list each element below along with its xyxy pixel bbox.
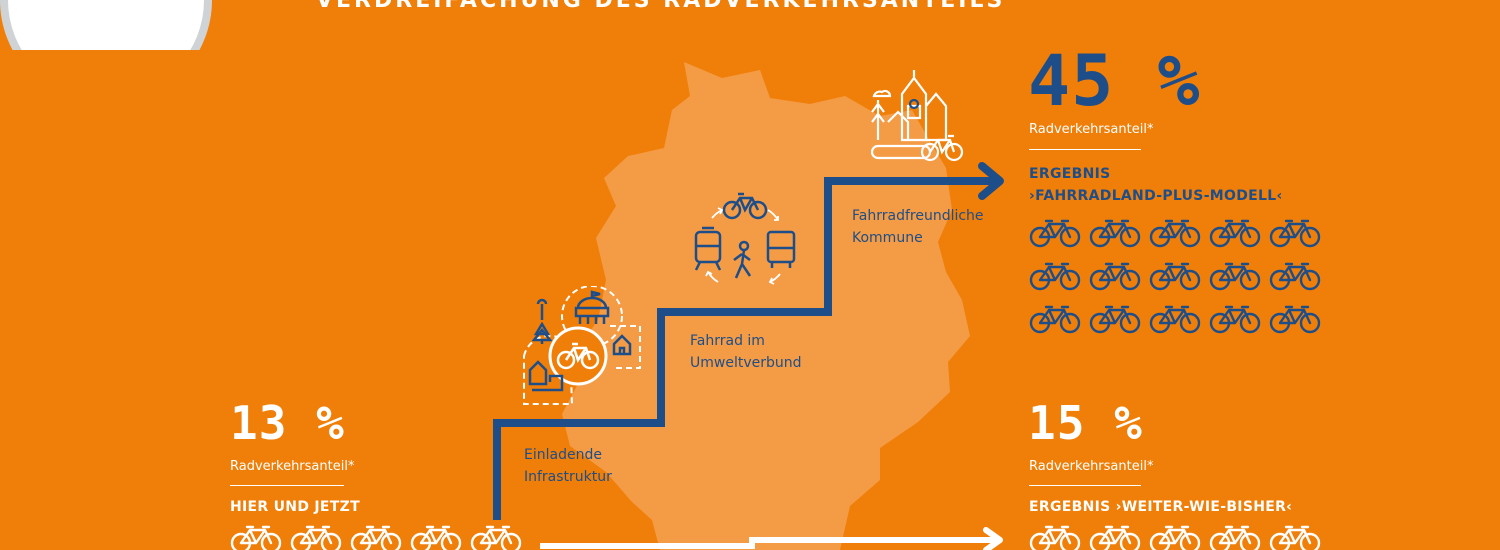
bottom-right-percent: 15 % [1028, 396, 1143, 450]
step-label-infrastructure: Einladende Infrastruktur [524, 444, 612, 488]
bicycle-icon [1029, 219, 1081, 248]
bicycle-icon [290, 525, 342, 550]
top-right-percent: 45 % [1028, 40, 1201, 122]
bicycle-icon [1089, 525, 1141, 550]
bicycle-icon [1149, 219, 1201, 248]
left-percent: 13 % [230, 396, 345, 450]
step-label-line: Fahrrad im [690, 333, 765, 349]
step-label-line: Kommune [852, 230, 923, 246]
bicycle-icon [1269, 219, 1321, 248]
bicycle-icon [1209, 219, 1261, 248]
bicycle-icon [1029, 525, 1081, 550]
step-label-line: Fahrradfreundliche [852, 208, 984, 224]
step-label-commune: Fahrradfreundliche Kommune [852, 205, 984, 249]
left-divider [230, 485, 344, 486]
headline: VERDREIFACHUNG DES RADVERKEHRSANTEILS [316, 0, 1006, 13]
left-label: Radverkehrsanteil* [230, 459, 355, 474]
top-right-bike-grid [1029, 218, 1329, 334]
left-caption: HIER UND JETZT [230, 499, 360, 515]
top-right-label: Radverkehrsanteil* [1029, 122, 1154, 137]
bottom-right-divider [1029, 485, 1141, 486]
bicycle-icon [1089, 305, 1141, 334]
step-label-line: Infrastruktur [524, 469, 612, 485]
bicycle-icon [1029, 305, 1081, 334]
city-skyline-icon [870, 70, 964, 162]
bicycle-icon [1269, 525, 1321, 550]
step-label-mobility: Fahrrad im Umweltverbund [690, 330, 802, 374]
bicycle-icon [1149, 305, 1201, 334]
bottom-right-bike-grid [1029, 524, 1329, 550]
bicycle-icon [1209, 525, 1261, 550]
top-right-caption: ERGEBNIS ›FAHRRADLAND-PLUS-MODELL‹ [1029, 163, 1283, 207]
left-bike-grid [230, 524, 530, 550]
top-right-caption-line: ›FAHRRADLAND-PLUS-MODELL‹ [1029, 188, 1283, 204]
logo-badge [0, 0, 212, 50]
top-right-caption-line: ERGEBNIS [1029, 166, 1111, 182]
bottom-right-caption: ERGEBNIS ›WEITER-WIE-BISHER‹ [1029, 499, 1293, 515]
bicycle-icon [1269, 262, 1321, 291]
bicycle-icon [1209, 305, 1261, 334]
bicycle-icon [1089, 262, 1141, 291]
bicycle-icon [1149, 525, 1201, 550]
top-right-divider [1029, 149, 1141, 150]
bicycle-icon [470, 525, 522, 550]
bicycle-icon [1149, 262, 1201, 291]
bicycle-icon [410, 525, 462, 550]
bicycle-icon [1269, 305, 1321, 334]
bicycle-icon [1089, 219, 1141, 248]
bicycle-icon [230, 525, 282, 550]
step-label-line: Einladende [524, 447, 602, 463]
bicycle-icon [1029, 262, 1081, 291]
bottom-right-label: Radverkehrsanteil* [1029, 459, 1154, 474]
transport-cycle-icon [694, 192, 796, 285]
bicycle-icon [1209, 262, 1261, 291]
bicycle-icon [350, 525, 402, 550]
step-label-line: Umweltverbund [690, 355, 802, 371]
town-infrastructure-icon [523, 286, 641, 405]
